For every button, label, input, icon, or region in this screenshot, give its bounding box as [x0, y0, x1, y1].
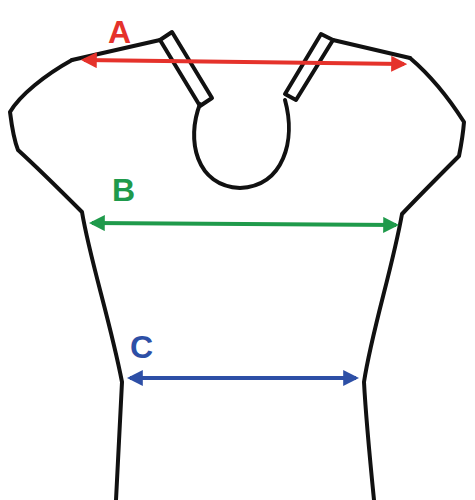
measure-arrow [130, 376, 356, 380]
measure-arrows [84, 60, 404, 378]
measure-arrow [92, 223, 396, 225]
dimension-letter: A [108, 16, 131, 48]
dimension-letter: C [130, 331, 153, 363]
measure-arrow [84, 60, 404, 64]
shirt-outline [10, 32, 464, 500]
dimension-letter: B [112, 174, 135, 206]
